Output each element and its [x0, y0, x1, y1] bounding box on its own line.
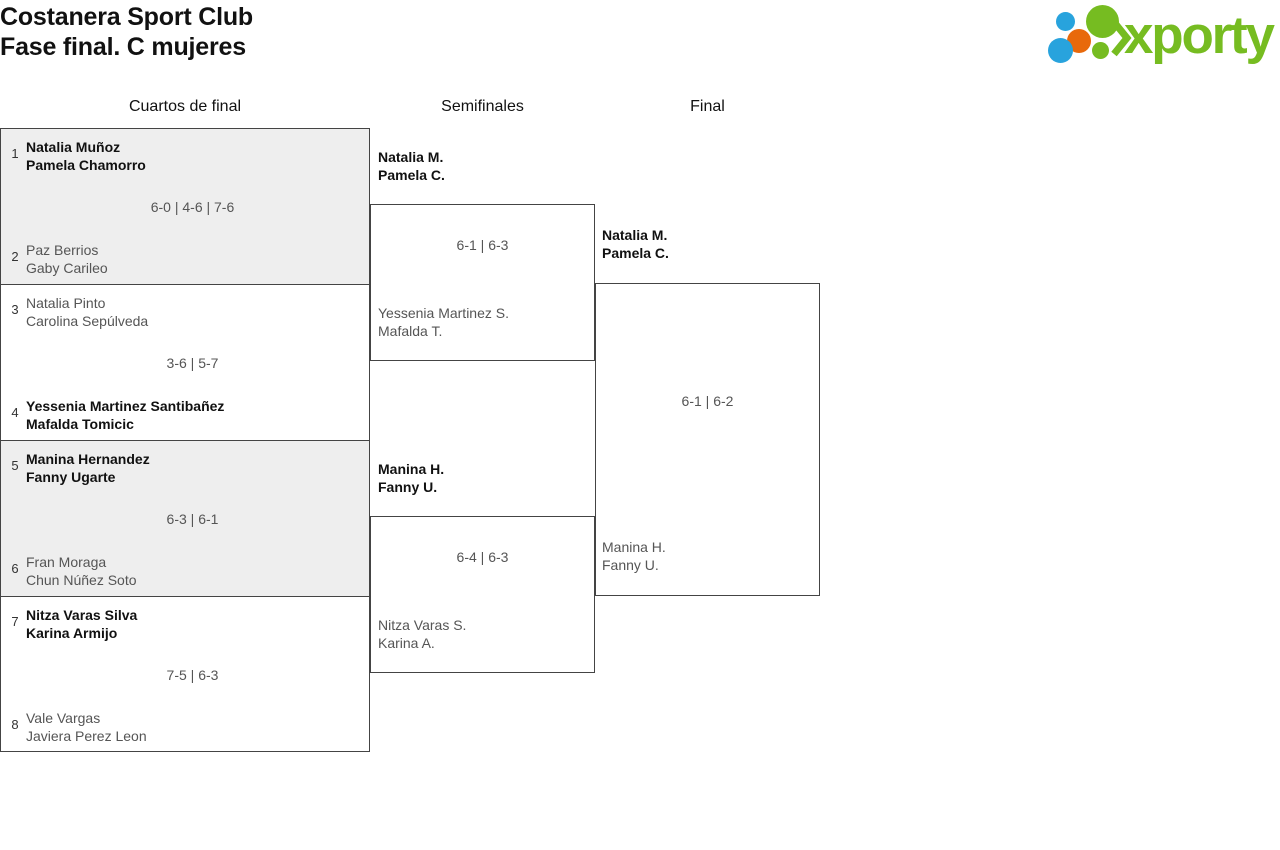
team-name: Manina H. Fanny U.: [602, 539, 666, 573]
seed-number: 3: [11, 302, 19, 317]
seed-number: 4: [11, 405, 19, 420]
team-name: Manina H. Fanny U.: [378, 461, 445, 495]
seed-number: 6: [11, 561, 19, 576]
match-score: 6-1 | 6-3: [456, 237, 509, 253]
team-name: Nitza Varas S. Karina A.: [378, 617, 467, 651]
team-name: Natalia Pinto Carolina Sepúlveda: [26, 295, 149, 329]
seed-number: 7: [11, 614, 19, 629]
team-name: Paz Berrios Gaby Carileo: [26, 242, 108, 276]
match-quarterfinal-2[interactable]: 3 Natalia Pinto Carolina Sepúlveda 3-6 |…: [0, 284, 370, 440]
team-name: Natalia M. Pamela C.: [378, 149, 445, 183]
match-score: 6-0 | 4-6 | 7-6: [150, 199, 235, 215]
page-title: Costanera Sport Club Fase final. C mujer…: [0, 2, 253, 62]
logo-chevron-icon: [1111, 19, 1132, 57]
round-header-final: Final: [690, 98, 725, 115]
match-quarterfinal-3[interactable]: 5 Manina Hernandez Fanny Ugarte 6-3 | 6-…: [0, 440, 370, 596]
match-score: 7-5 | 6-3: [166, 667, 219, 683]
match-semifinal-2[interactable]: [370, 516, 595, 673]
xporty-logo: xporty: [1048, 4, 1275, 68]
match-quarterfinal-1[interactable]: 1 Natalia Muñoz Pamela Chamorro 6-0 | 4-…: [0, 128, 370, 284]
seed-number: 8: [11, 717, 19, 732]
match-quarterfinal-4[interactable]: 7 Nitza Varas Silva Karina Armijo 7-5 | …: [0, 596, 370, 752]
team-name: Natalia Muñoz Pamela Chamorro: [26, 139, 146, 173]
logo-dots-icon: [1048, 4, 1126, 68]
team-name: Nitza Varas Silva Karina Armijo: [26, 607, 138, 641]
seed-number: 2: [11, 249, 19, 264]
club-name: Costanera Sport Club: [0, 3, 253, 31]
team-name: Manina Hernandez Fanny Ugarte: [26, 451, 150, 485]
team-name: Fran Moraga Chun Núñez Soto: [26, 554, 137, 588]
round-header-quarterfinals: Cuartos de final: [128, 98, 242, 115]
match-semifinal-1[interactable]: [370, 204, 595, 361]
match-score: 6-1 | 6-2: [681, 393, 734, 409]
category-name: Fase final. C mujeres: [0, 33, 246, 61]
match-final[interactable]: [595, 283, 820, 596]
team-name: Natalia M. Pamela C.: [602, 227, 669, 261]
logo-wordmark: xporty: [1124, 6, 1275, 65]
seed-number: 5: [11, 458, 19, 473]
team-name: Yessenia Martinez Santibañez Mafalda Tom…: [26, 398, 225, 432]
round-header-semifinals: Semifinales: [441, 98, 524, 115]
team-name: Yessenia Martinez S. Mafalda T.: [378, 305, 509, 339]
match-score: 3-6 | 5-7: [166, 355, 219, 371]
match-score: 6-4 | 6-3: [456, 549, 509, 565]
team-name: Vale Vargas Javiera Perez Leon: [26, 710, 147, 744]
seed-number: 1: [11, 146, 19, 161]
match-score: 6-3 | 6-1: [166, 511, 219, 527]
